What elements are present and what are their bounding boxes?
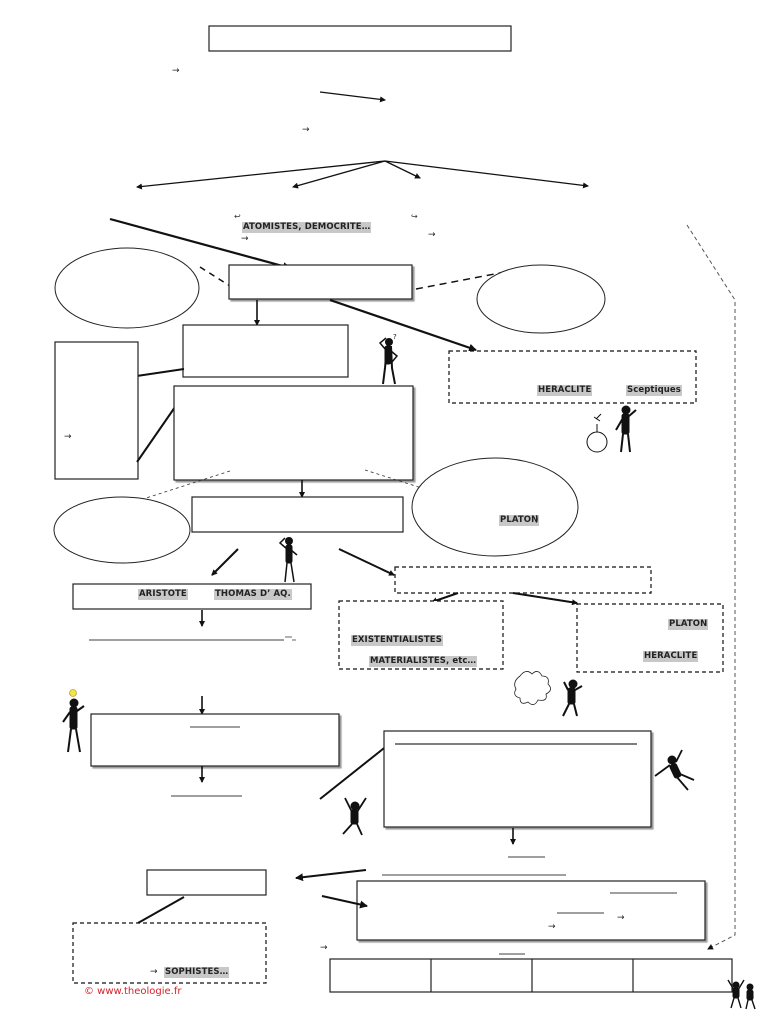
box-central-big <box>173 385 414 481</box>
link-to-sophistes <box>137 896 185 924</box>
label-heraclite: HERACLITE <box>537 385 593 396</box>
box-dashed-top <box>394 566 652 594</box>
celebrating-figures-icon <box>727 979 756 1010</box>
label-thomas-daquin: THOMAS D’ AQ. <box>214 589 292 600</box>
ellipse-top-left <box>54 247 200 329</box>
explosion-icon <box>514 671 551 705</box>
arrow-glyph: → <box>172 66 180 76</box>
idea-figure-icon <box>62 698 85 753</box>
arrow-to-heraclite-box <box>329 298 477 352</box>
arrow-top-diagonal <box>319 91 386 103</box>
thinking-figure-icon <box>278 537 298 583</box>
dashed-link-thin <box>139 470 231 501</box>
label-materialistes: MATERIALISTES, etc… <box>369 656 478 667</box>
label-heraclite-2: HERACLITE <box>643 651 699 662</box>
ellipse-mid-left <box>53 496 191 564</box>
box-left-tall <box>54 341 139 480</box>
svg-text:?: ? <box>393 333 397 341</box>
box-central-1 <box>228 264 413 300</box>
arrow-glyph: → <box>617 913 625 923</box>
summary-table <box>329 958 733 993</box>
label-paren: ) <box>535 515 539 525</box>
arrow-to-existentialistes <box>431 592 459 604</box>
arrow-glyph: → <box>548 922 556 932</box>
scared-figure-icon <box>562 679 583 717</box>
fan-arrows <box>136 160 589 190</box>
box-central-3 <box>191 496 404 533</box>
climbing-figure-icon <box>654 749 695 791</box>
quote-mark: ↩ <box>234 212 241 221</box>
arrow-to-lower-right-box <box>319 740 394 800</box>
arrow-glyph: → <box>428 230 436 240</box>
arrow-glyph: → <box>150 967 158 977</box>
jumping-figure-icon <box>342 797 367 836</box>
copyright-credit[interactable]: © www.theologie.fr <box>84 986 182 997</box>
arrow-glyph: → <box>302 125 310 135</box>
arrow-to-small-box <box>295 869 367 882</box>
dashed-link <box>415 271 506 290</box>
quote-mark: ↪ <box>411 212 418 221</box>
label-aristote: ARISTOTE <box>138 589 188 600</box>
arrow-to-central-box <box>109 217 291 271</box>
box-lower-right <box>383 730 652 828</box>
lightbulb-icon <box>69 689 77 697</box>
title-box <box>208 25 512 52</box>
box-bottom-wide <box>356 880 706 941</box>
label-sophistes: SOPHISTES… <box>164 967 230 978</box>
arrow-to-left-box <box>129 368 185 380</box>
arrow-into-wide-box <box>321 895 368 909</box>
box-central-2 <box>182 324 349 378</box>
thinking-figure-icon: ? <box>378 333 399 385</box>
arrow-glyph: → <box>64 432 72 442</box>
arrow-glyph: → <box>320 943 328 953</box>
arrow-glyph: → <box>241 234 249 244</box>
ellipse-top-right <box>476 264 606 334</box>
dashed-path-right <box>686 224 736 950</box>
bomb-icon <box>586 413 608 453</box>
arrow-to-dashed-box <box>338 548 395 576</box>
worried-figure-icon <box>615 405 637 453</box>
label-existentialistes: EXISTENTIALISTES <box>351 635 443 646</box>
ellipse-platon <box>411 457 579 557</box>
label-platon: PLATON <box>668 619 709 630</box>
label-atomistes: ATOMISTES, DEMOCRITE… <box>242 222 372 233</box>
label-platon-ellipse: PLATON <box>499 515 540 526</box>
box-lower-left <box>90 713 340 767</box>
dashed-link-thin <box>364 469 429 491</box>
arrow-to-aristote-box <box>211 548 239 576</box>
arrow-to-platon-box <box>512 592 578 606</box>
label-sceptiques: Sceptiques <box>626 385 682 396</box>
box-small-bottom <box>146 869 267 896</box>
